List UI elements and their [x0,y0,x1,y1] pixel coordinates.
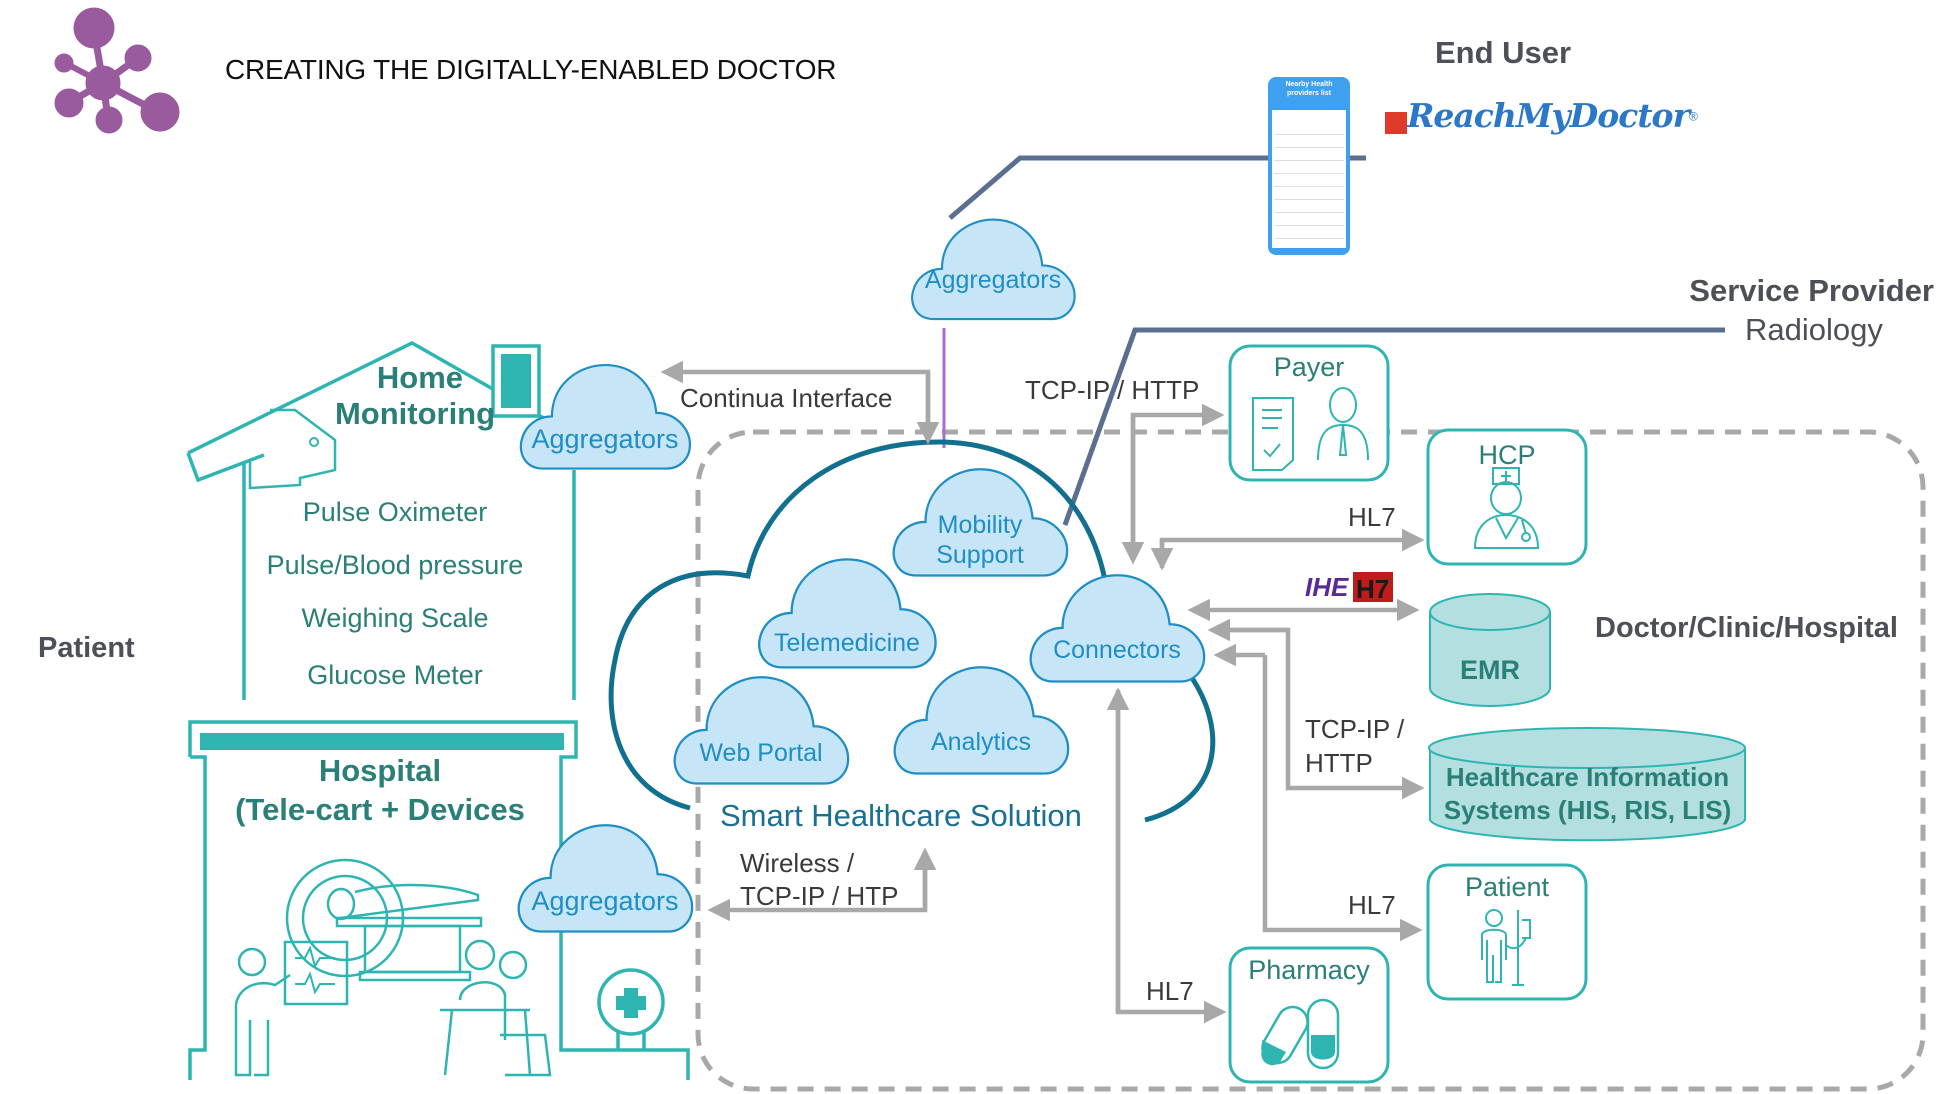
home-title-line1: Home [376,360,464,395]
his-protocol-label-1: TCP-IP / [1305,714,1405,744]
his-label-1: Healthcare Information [1445,762,1730,792]
connectors-label: Connectors [1053,636,1181,664]
doctor-clinic-hospital-label: Doctor/Clinic/Hospital [1595,612,1898,644]
analytics-label: Analytics [930,728,1032,756]
mobility-label-1: Mobility [937,511,1023,539]
patient-protocol-label: HL7 [1348,890,1396,920]
registered-mark: ® [1688,109,1698,124]
ihe-hl7-logos: IHE H7 [1305,572,1393,604]
hcp-label: HCP [1478,440,1536,470]
hospital-title-line2: (Tele-cart + Devices [235,792,525,827]
wireless-label-2: TCP-IP / HTP [740,881,899,911]
brand-name: ReachMyDoctor [1407,96,1690,135]
continua-interface-label: Continua Interface [680,383,893,413]
end-user-link [948,155,1268,220]
doctor-icon [1473,467,1540,549]
hcp-box[interactable] [1426,428,1588,566]
service-provider-sub: Radiology [1745,312,1883,347]
service-provider-link [1062,327,1725,526]
phone-list [1274,122,1344,239]
device-glucose-meter: Glucose Meter [307,660,483,690]
hcp-protocol-label: HL7 [1348,502,1396,532]
patient-box[interactable] [1426,863,1588,1001]
payer-label: Payer [1273,352,1345,382]
patient-iv-icon [1481,909,1531,986]
page-title: CREATING THE DIGITALLY-ENABLED DOCTOR [225,54,837,85]
patient-label: Patient [1464,872,1550,902]
aggregators-home-label: Aggregators [531,424,679,454]
svg-text:IHE: IHE [1305,572,1349,602]
device-pulse-oximeter: Pulse Oximeter [302,497,488,527]
payer-box[interactable] [1228,344,1390,482]
network-molecule-icon [54,7,180,134]
smart-healthcare-label: Smart Healthcare Solution [720,798,1082,833]
home-title-line2: Monitoring [334,396,496,431]
hospital-title-line1: Hospital [318,753,442,788]
aggregators-top-label: Aggregators [924,266,1062,294]
patient-side-label: Patient [38,632,135,664]
hospital-building-icon [188,720,690,1080]
emr-label: EMR [1460,655,1520,685]
aggregators-hospital-label: Aggregators [531,886,679,916]
pharmacy-label: Pharmacy [1248,955,1370,985]
analytics-cloud [893,666,1070,775]
his-protocol-label-2: HTTP [1305,748,1373,778]
medical-cross-icon [1385,111,1407,134]
his-database[interactable] [1428,727,1746,842]
web-portal-label: Web Portal [699,739,823,767]
wireless-label-1: Wireless / [740,848,855,878]
pharmacy-protocol-label: HL7 [1146,976,1194,1006]
reachmydoctor-logo: ReachMyDoctor® [1385,96,1698,135]
telemedicine-label: Telemedicine [774,629,920,657]
payer-protocol-label: TCP-IP / HTTP [1025,375,1200,405]
device-blood-pressure: Pulse/Blood pressure [266,550,524,580]
svg-text:H7: H7 [1356,574,1389,604]
device-weighing-scale: Weighing Scale [301,603,489,633]
mobility-label-2: Support [936,541,1024,569]
payer-icon [1252,387,1369,471]
end-user-heading: End User [1435,35,1572,70]
service-provider-heading: Service Provider [1689,273,1934,308]
connectors-cloud [1029,574,1206,683]
emr-database[interactable] [1429,593,1551,707]
connection-arrows [660,360,1425,1024]
pills-icon [1261,998,1340,1070]
home-house-icon [186,341,601,700]
his-label-2: Systems (HIS, RIS, LIS) [1443,795,1732,825]
smart-healthcare-cloud [608,439,1216,823]
phone-screen-title: Nearby Health providers list [1285,81,1333,97]
